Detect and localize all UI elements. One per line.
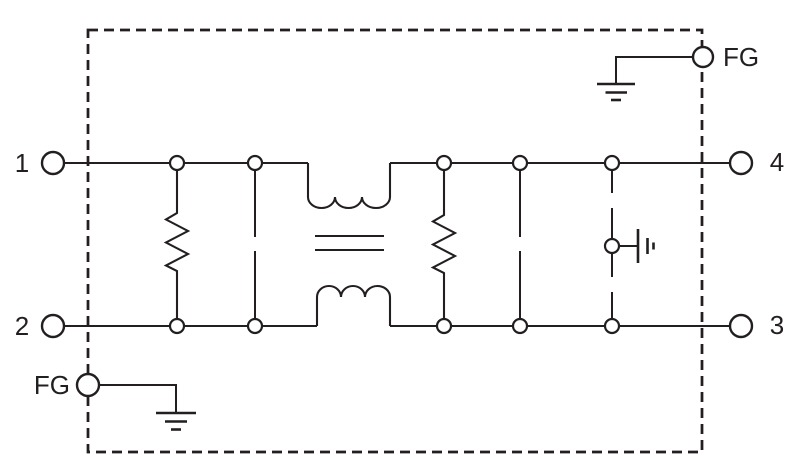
wires <box>64 162 730 327</box>
terminal-1-circle <box>40 150 66 176</box>
resistor-input-icon <box>163 170 191 318</box>
junction-node <box>246 154 264 172</box>
terminal-fg-bottom-circle <box>75 372 101 398</box>
resistor-output-icon <box>430 170 458 318</box>
capacitor-output-icon <box>519 170 521 318</box>
choke-winding-top <box>306 163 392 210</box>
junction-node <box>511 317 529 335</box>
ground-capacitor-branch <box>611 170 655 318</box>
frame-ground-top-label: FG <box>723 42 759 72</box>
junction-node <box>435 154 453 172</box>
earth-ground-top-icon <box>597 82 635 102</box>
junction-node <box>603 154 621 172</box>
junction-node-earth-tap <box>603 237 621 255</box>
terminal-fg-top-circle <box>691 45 715 69</box>
terminal-3-circle <box>728 313 754 339</box>
junction-node <box>246 317 264 335</box>
junction-node <box>168 154 186 172</box>
frame-ground-top-branch <box>597 56 692 102</box>
junction-node <box>603 317 621 335</box>
frame-ground-bottom-label: FG <box>34 370 70 400</box>
choke-winding-bottom <box>315 284 392 326</box>
junction-node <box>511 154 529 172</box>
terminal-1-label: 1 <box>15 148 29 178</box>
terminal-3-label: 3 <box>770 310 784 340</box>
capacitor-input-icon <box>254 170 256 318</box>
earth-ground-middle-icon <box>636 229 655 263</box>
common-mode-choke-icon <box>306 163 392 326</box>
junction-node <box>435 317 453 335</box>
junction-node <box>168 317 186 335</box>
frame-ground-bottom-branch <box>99 384 196 431</box>
junction-nodes <box>168 154 621 335</box>
terminal-2-label: 2 <box>15 311 29 341</box>
filter-enclosure-dashed-border <box>86 28 704 454</box>
fg-bottom-wire <box>99 384 177 413</box>
fg-top-wire <box>615 56 692 84</box>
earth-ground-bottom-icon <box>156 411 196 431</box>
terminal-4-label: 4 <box>770 147 784 177</box>
terminal-2-circle <box>40 313 66 339</box>
terminals <box>40 45 754 398</box>
terminal-4-circle <box>728 150 754 176</box>
